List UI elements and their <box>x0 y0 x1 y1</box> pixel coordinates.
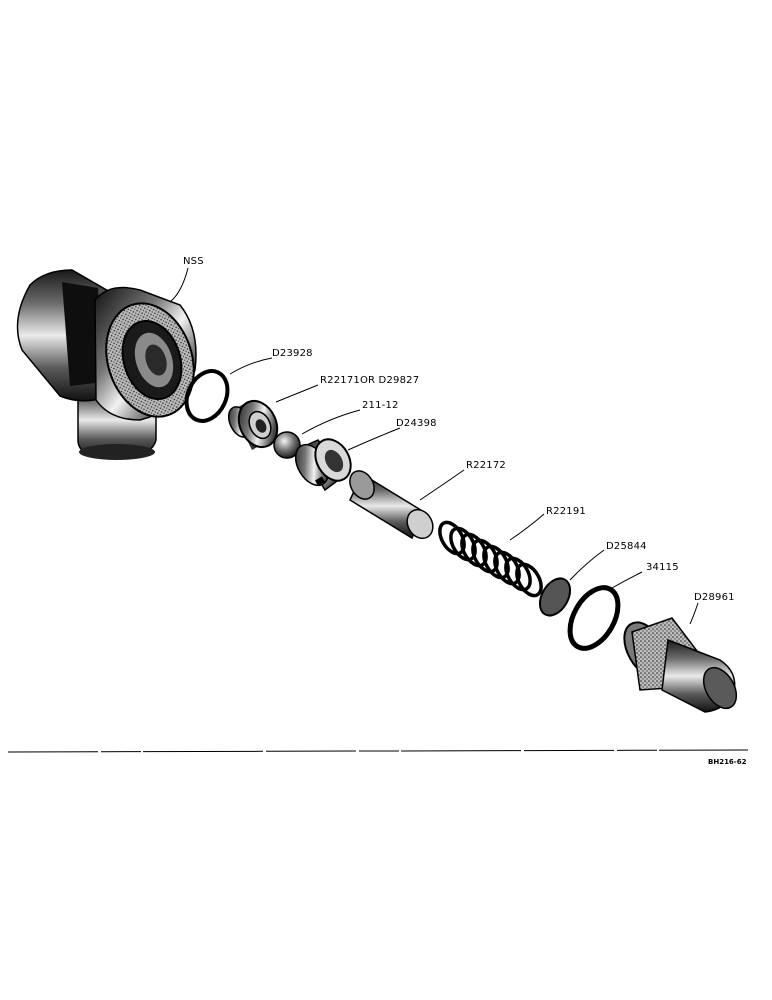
washer-d25844-part <box>538 577 572 617</box>
ball-part <box>273 431 301 459</box>
plunger-part <box>349 470 434 540</box>
label-34115: 34115 <box>646 562 679 573</box>
label-nss: NSS <box>183 256 204 267</box>
label-r22171-or-d29827: R22171OR D29827 <box>320 375 419 386</box>
label-d25844: D25844 <box>606 541 647 552</box>
label-r22172: R22172 <box>466 460 506 471</box>
seat-part <box>227 399 279 450</box>
housing-part <box>16 269 197 460</box>
spring-part <box>438 520 543 598</box>
baseline-rule <box>7 749 749 753</box>
label-211-12: 211-12 <box>362 400 399 411</box>
guide-part <box>294 438 352 492</box>
label-r22191: R22191 <box>546 506 586 517</box>
o-ring-d23928-part <box>184 369 230 423</box>
leader-lines <box>169 267 699 625</box>
label-d24398: D24398 <box>396 418 437 429</box>
plug-part <box>623 617 738 713</box>
label-d28961: D28961 <box>694 592 735 603</box>
o-ring-34115-part <box>567 585 621 651</box>
label-d23928: D23928 <box>272 348 313 359</box>
figure-code: BH216-62 <box>708 758 747 766</box>
